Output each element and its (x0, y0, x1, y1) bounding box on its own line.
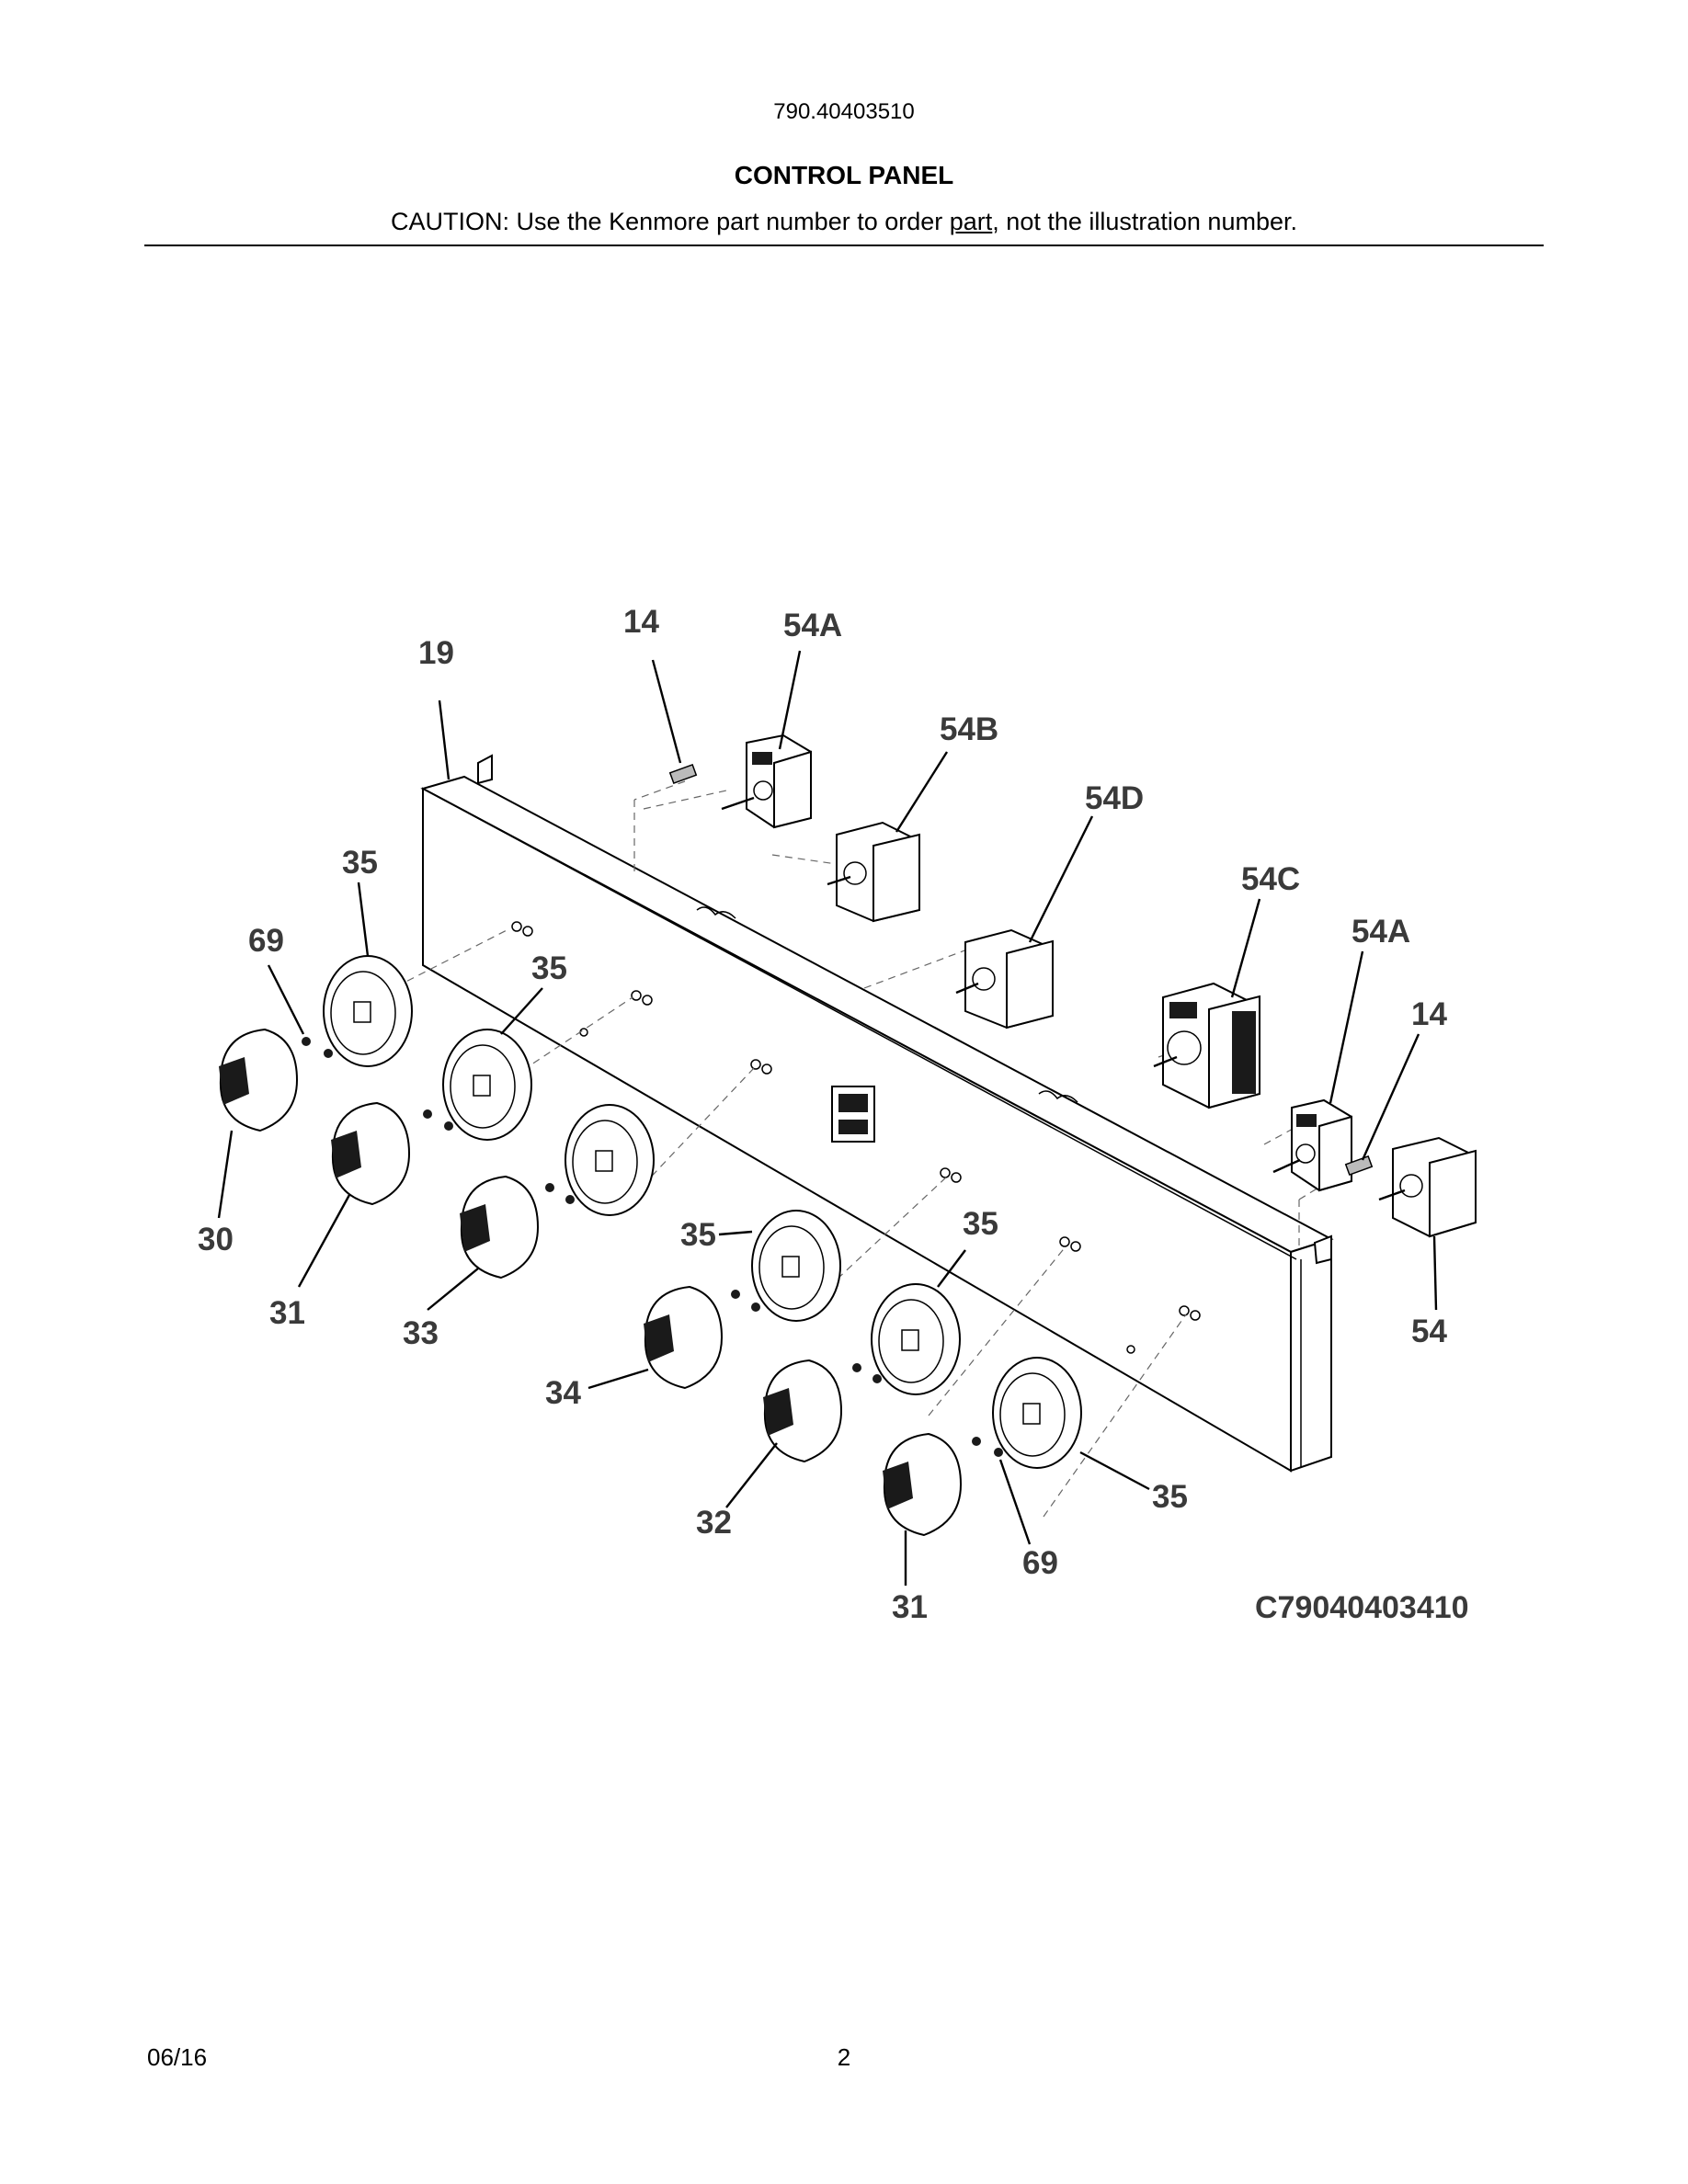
callout-35-a: 35 (342, 845, 378, 881)
switch-54A-top (721, 734, 812, 829)
knob-30 (219, 1028, 299, 1132)
caution-prefix: CAUTION: Use the Kenmore part number to … (391, 208, 950, 235)
callout-14-top: 14 (623, 604, 659, 640)
switch-54 (1378, 1136, 1477, 1238)
knob-32 (763, 1359, 843, 1463)
limit-switch-14-top (668, 763, 698, 785)
callout-54B: 54B (940, 711, 998, 747)
caution-text: CAUTION: Use the Kenmore part number to … (0, 208, 1688, 236)
callout-69-a: 69 (248, 923, 284, 959)
knob-31-left (331, 1101, 411, 1206)
switch-54C (1153, 982, 1260, 1109)
caution-underlined: part (949, 208, 993, 235)
callout-14-right: 14 (1411, 996, 1447, 1032)
caution-suffix: , not the illustration number. (992, 208, 1297, 235)
footer-date: 06/16 (147, 2043, 208, 2071)
callout-31-a: 31 (269, 1295, 305, 1331)
switch-54A-right (1272, 1098, 1352, 1192)
callout-34: 34 (545, 1375, 581, 1411)
callout-54: 54 (1411, 1314, 1447, 1349)
callout-54D: 54D (1085, 780, 1144, 816)
callout-35-b: 35 (531, 950, 567, 986)
page-number: 2 (837, 2043, 851, 2071)
leader-lines (217, 650, 1438, 1586)
callout-31-b: 31 (892, 1589, 928, 1625)
callout-33: 33 (403, 1315, 439, 1351)
callout-35-d: 35 (963, 1206, 998, 1242)
callout-54A-right: 54A (1352, 914, 1410, 950)
bezel-1 (323, 955, 413, 1067)
bezels (323, 955, 1082, 1469)
bezel-6 (992, 1357, 1082, 1469)
screws (302, 1037, 1003, 1457)
diagram-reference-code: C79040403410 (1255, 1590, 1469, 1625)
switch-54D (955, 928, 1054, 1029)
bezel-3 (565, 1104, 655, 1216)
knob-33 (460, 1175, 540, 1280)
callout-54A-top: 54A (783, 608, 842, 643)
bezel-5 (871, 1283, 961, 1395)
callout-labels: 19 14 54A 54B 54D 35 69 35 54C 54A 14 30… (198, 604, 1469, 1625)
callout-30: 30 (198, 1222, 234, 1257)
header-rule (144, 245, 1544, 246)
callout-19: 19 (418, 635, 454, 671)
knob-34 (644, 1285, 724, 1390)
bezel-2 (442, 1029, 532, 1141)
limit-switch-14-right (1344, 1155, 1374, 1177)
knob-31-right (883, 1432, 963, 1537)
callout-32: 32 (696, 1505, 732, 1541)
knobs (219, 1028, 963, 1537)
callout-35-e: 35 (1152, 1479, 1188, 1515)
control-panel-body (420, 754, 1334, 1473)
section-title: CONTROL PANEL (734, 161, 954, 189)
bezel-4 (751, 1210, 841, 1322)
callout-54C: 54C (1241, 861, 1300, 897)
callout-35-c: 35 (680, 1217, 716, 1253)
switch-54B (827, 821, 920, 923)
model-number: 790.40403510 (773, 99, 915, 124)
callout-69-b: 69 (1022, 1545, 1058, 1581)
